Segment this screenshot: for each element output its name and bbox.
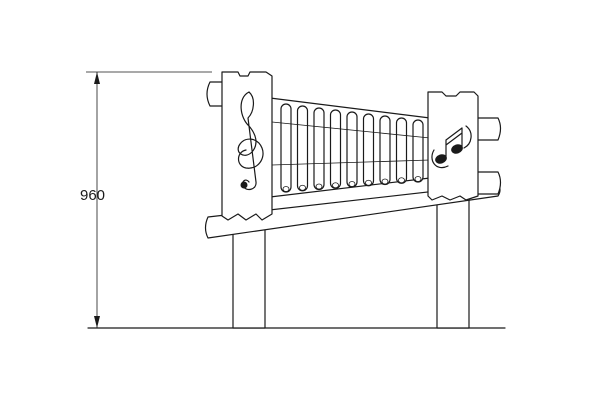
- chime-bar-end: [299, 184, 306, 191]
- treble-clef-icon: [237, 91, 264, 191]
- right-post: [436, 195, 470, 329]
- right-top-log: [471, 117, 502, 141]
- chime-bar-end: [315, 183, 323, 190]
- lower-cord: [271, 159, 431, 166]
- chime-bar: [412, 119, 424, 183]
- right-end-panel: [427, 91, 479, 201]
- right-panel-board: [427, 91, 479, 201]
- right-lower-log: [471, 171, 502, 195]
- chime-bar-end: [365, 179, 372, 186]
- music-notes-icon: [431, 125, 472, 169]
- height-dimension: 960: [80, 71, 212, 328]
- chime-bar: [280, 103, 292, 193]
- dimension-arrow-top: [94, 72, 100, 84]
- left-panel-board: [221, 71, 273, 221]
- chime-bar-end: [398, 177, 405, 184]
- left-post: [232, 223, 266, 329]
- chime-bar: [346, 111, 358, 188]
- chime-bar-end: [348, 181, 356, 187]
- treble-clef-dot: [240, 181, 248, 189]
- dimension-arrow-bottom: [94, 316, 100, 328]
- chime-bars: [280, 103, 424, 193]
- chime-bar: [313, 107, 325, 191]
- chime-bar-end: [381, 178, 389, 185]
- chime-bar-end: [282, 186, 290, 192]
- left-end-panel: [221, 71, 273, 221]
- chime-bar: [379, 115, 391, 186]
- height-value: 960: [80, 187, 105, 204]
- chime-bar-end: [414, 176, 422, 182]
- chime-bar: [296, 105, 309, 192]
- chime-bar: [362, 113, 375, 187]
- upper-cord: [271, 121, 431, 139]
- chime-bar: [395, 117, 408, 184]
- chime-bar: [329, 109, 342, 189]
- chime-bar-end: [332, 182, 339, 189]
- upper-frame-line: [269, 97, 431, 119]
